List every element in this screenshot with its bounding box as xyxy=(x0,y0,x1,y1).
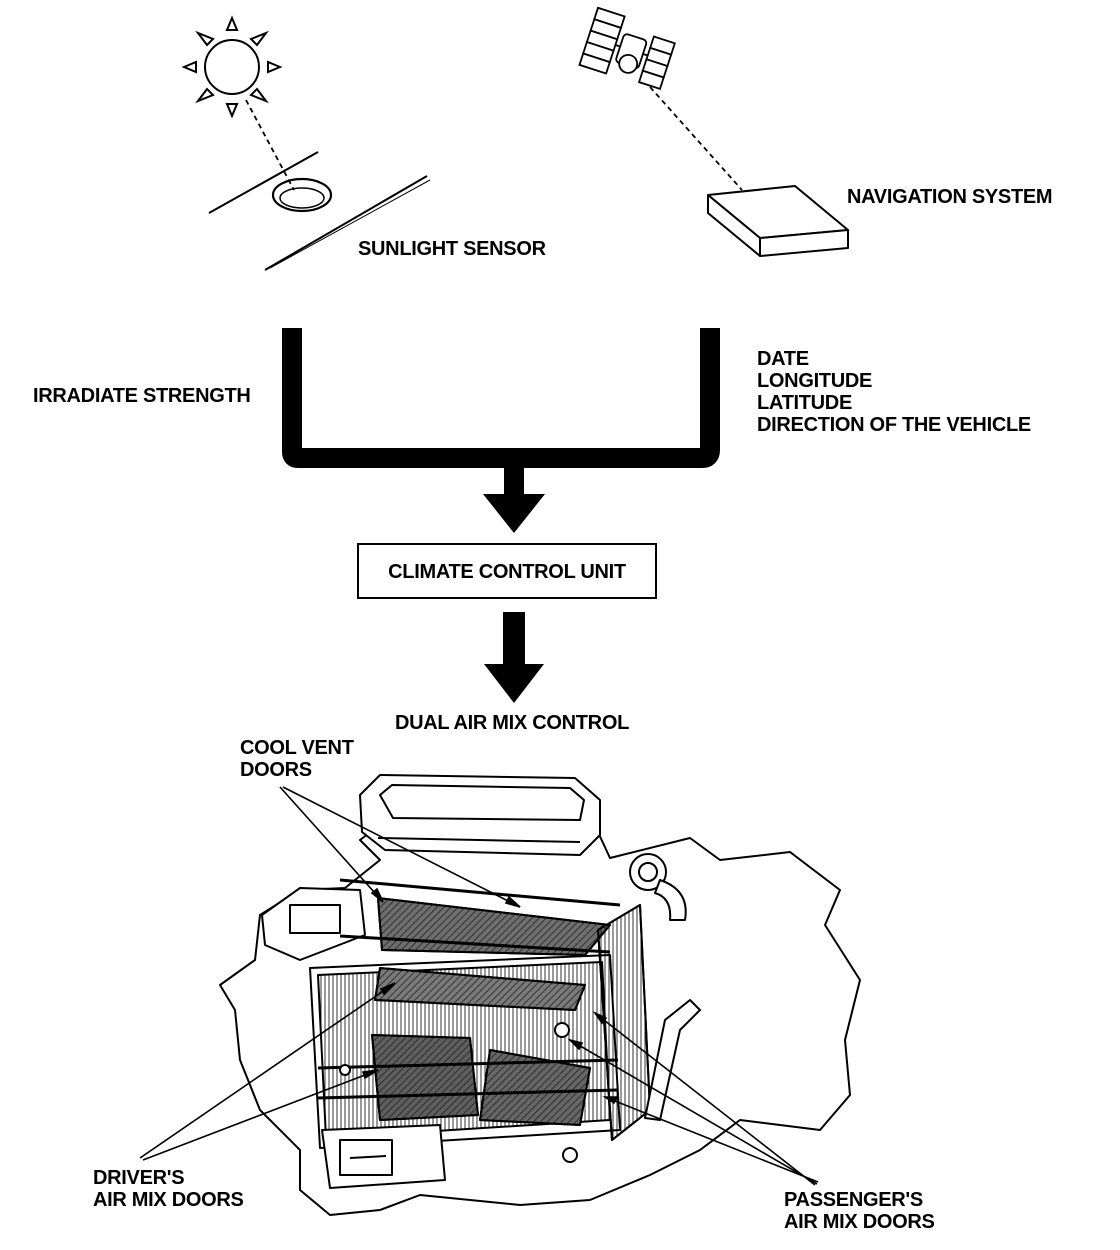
sunlight-sensor-label: SUNLIGHT SENSOR xyxy=(358,238,546,260)
hvac-unit-illustration xyxy=(219,774,861,1216)
navigation-unit-icon xyxy=(707,185,849,257)
irradiate-strength-label: IRRADIATE STRENGTH xyxy=(33,385,251,407)
satellite-dashed-signal xyxy=(649,86,743,191)
drivers-air-mix-doors-line-1: DRIVER'S xyxy=(93,1167,185,1189)
passengers-air-mix-doors-line-2: AIR MIX DOORS xyxy=(784,1211,935,1233)
sun-icon xyxy=(181,15,283,119)
sunlight-dashed-ray xyxy=(245,99,295,191)
passengers-air-mix-doors-line-1: PASSENGER'S xyxy=(784,1189,923,1211)
satellite-icon xyxy=(578,6,676,91)
arrow-to-climate-unit xyxy=(483,494,545,533)
input-merge-connector xyxy=(282,328,720,468)
nav-input-date: DATE xyxy=(757,348,809,370)
callout-leaders xyxy=(139,786,819,1186)
nav-input-direction: DIRECTION OF THE VEHICLE xyxy=(757,414,1031,436)
drivers-air-mix-doors-line-2: AIR MIX DOORS xyxy=(93,1189,244,1211)
arrow-to-air-mix-stem xyxy=(503,612,525,666)
climate-control-unit-box: CLIMATE CONTROL UNIT xyxy=(357,543,657,599)
climate-control-unit-label: CLIMATE CONTROL UNIT xyxy=(388,561,626,583)
arrow-to-air-mix-head xyxy=(484,664,544,703)
nav-input-longitude: LONGITUDE xyxy=(757,370,873,392)
dual-air-mix-control-label: DUAL AIR MIX CONTROL xyxy=(395,712,629,734)
navigation-system-label: NAVIGATION SYSTEM xyxy=(847,186,1053,208)
cool-vent-doors-line-1: COOL VENT xyxy=(240,737,354,759)
nav-input-latitude: LATITUDE xyxy=(757,392,852,414)
sunlight-sensor-icon xyxy=(208,151,431,271)
cool-vent-doors-line-2: DOORS xyxy=(240,759,312,781)
